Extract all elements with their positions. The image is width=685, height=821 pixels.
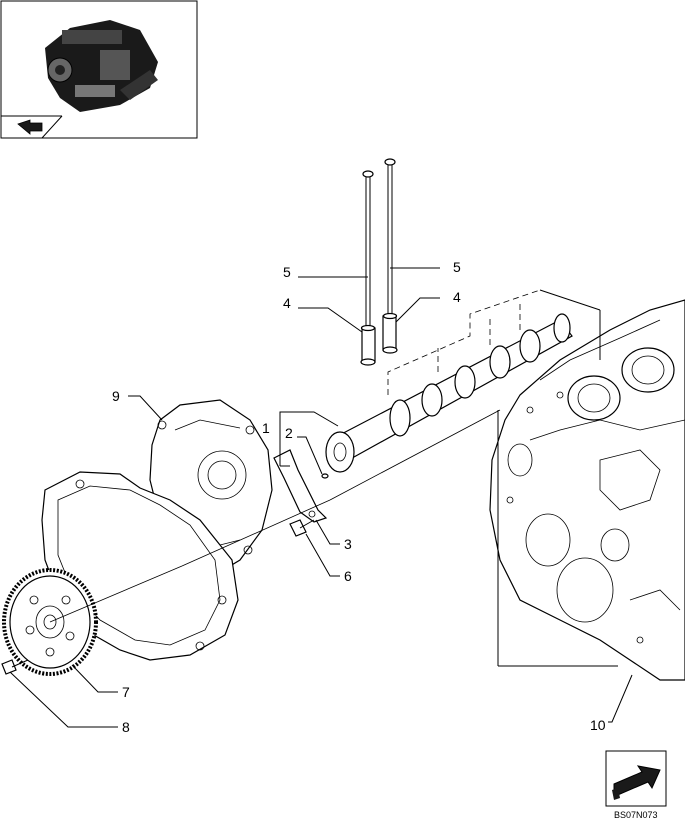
axis-line-gear <box>49 565 183 623</box>
callout-6: 6 <box>344 568 352 584</box>
key-pin[interactable] <box>321 473 329 479</box>
back-arrow-icon[interactable] <box>17 119 43 135</box>
callout-9: 9 <box>112 388 120 404</box>
callout-10: 10 <box>590 717 606 733</box>
thrust-plate[interactable] <box>273 449 328 523</box>
next-page-button[interactable] <box>605 750 667 807</box>
callout-8: 8 <box>122 719 130 735</box>
callouts: 5 5 4 4 1 2 3 6 9 7 8 10 <box>112 259 606 735</box>
callout-7: 7 <box>122 684 130 700</box>
pushrod-left[interactable] <box>362 170 374 330</box>
next-arrow-icon <box>612 765 661 800</box>
figure-code: BS07N073 <box>614 810 658 820</box>
callout-5-left: 5 <box>283 264 291 280</box>
guide-lines <box>387 289 541 395</box>
frame-lines <box>497 289 618 667</box>
engine-thumbnail[interactable] <box>0 0 198 139</box>
tappet-left[interactable] <box>360 324 376 366</box>
bolt-thrust-plate[interactable] <box>289 519 315 537</box>
engine-block[interactable] <box>489 299 685 681</box>
callout-1: 1 <box>262 420 270 436</box>
leader-lines <box>9 267 633 728</box>
axis-line-cam <box>181 499 331 567</box>
axis-line-block <box>329 409 501 501</box>
gear-bolt[interactable] <box>1 659 29 675</box>
callout-5-right: 5 <box>453 259 461 275</box>
callout-4-left: 4 <box>283 295 291 311</box>
pushrod-right[interactable] <box>384 158 396 316</box>
callout-4-right: 4 <box>453 289 461 305</box>
callout-3: 3 <box>344 536 352 552</box>
callout-2: 2 <box>285 425 293 441</box>
tappet-right[interactable] <box>382 312 398 354</box>
camshaft[interactable] <box>325 313 573 473</box>
engine-thumbnail-icon <box>45 20 158 112</box>
